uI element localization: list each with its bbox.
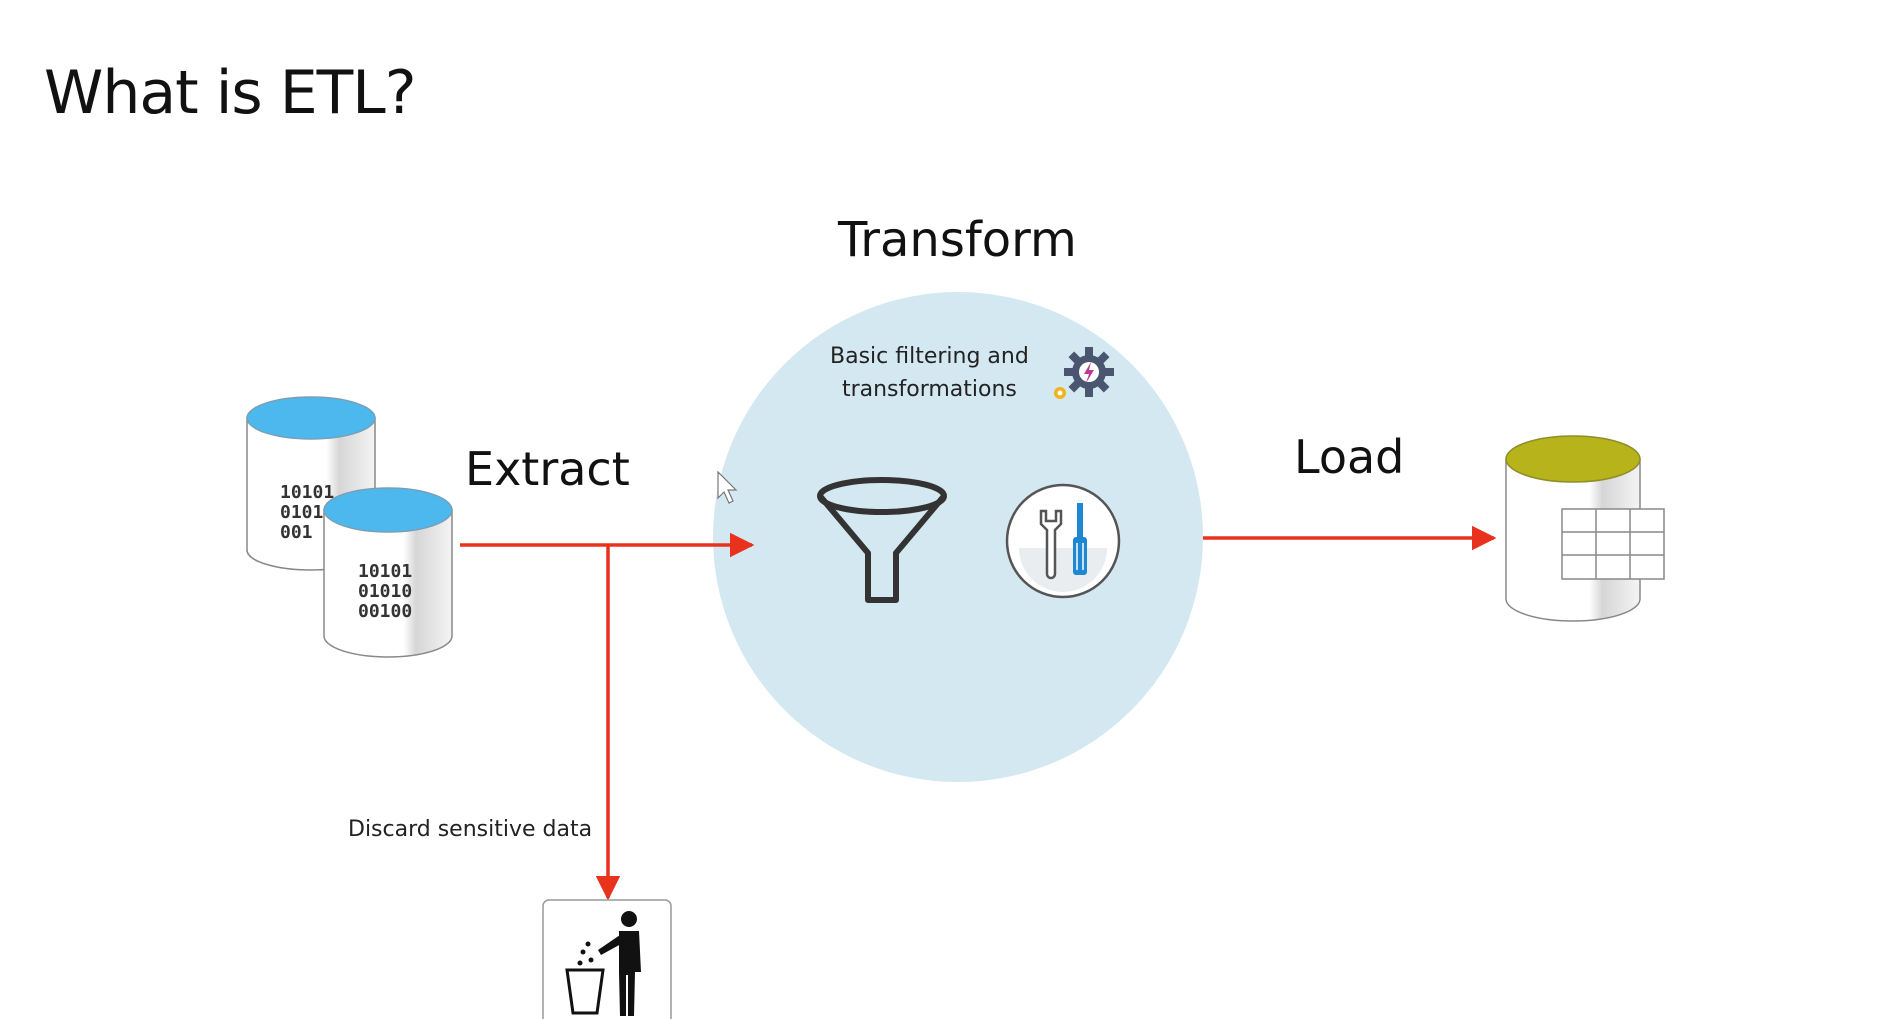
person-icon bbox=[598, 911, 641, 1016]
target-database bbox=[1505, 435, 1665, 622]
tools-icon bbox=[1005, 483, 1121, 599]
gear-icon bbox=[1064, 347, 1114, 397]
back-db-binary-2: 0101 bbox=[280, 502, 323, 523]
funnel-icon bbox=[817, 477, 947, 603]
back-db-binary-3: 001 bbox=[280, 522, 313, 543]
small-gear-icon bbox=[1054, 387, 1066, 399]
basic-filtering-label: Basic filtering and transformations bbox=[830, 340, 1029, 406]
cursor-icon bbox=[717, 470, 738, 504]
transform-label: Transform bbox=[838, 212, 1077, 268]
source-database-front: 10101 01010 00100 bbox=[323, 487, 453, 658]
basic-filtering-line1: Basic filtering and bbox=[830, 344, 1029, 369]
page-title: What is ETL? bbox=[44, 58, 417, 128]
extract-label: Extract bbox=[465, 442, 630, 496]
source-db-binary-3: 00100 bbox=[358, 601, 412, 622]
basic-filtering-line2: transformations bbox=[841, 377, 1017, 402]
source-db-binary-2: 01010 bbox=[358, 581, 412, 602]
transform-circle bbox=[713, 292, 1203, 782]
load-label: Load bbox=[1294, 430, 1405, 484]
back-db-binary-1: 10101 bbox=[280, 482, 334, 503]
trash-icon bbox=[542, 899, 672, 1019]
discard-label: Discard sensitive data bbox=[348, 817, 593, 842]
source-db-binary-1: 10101 bbox=[358, 561, 412, 582]
table-grid-icon bbox=[1561, 508, 1665, 580]
